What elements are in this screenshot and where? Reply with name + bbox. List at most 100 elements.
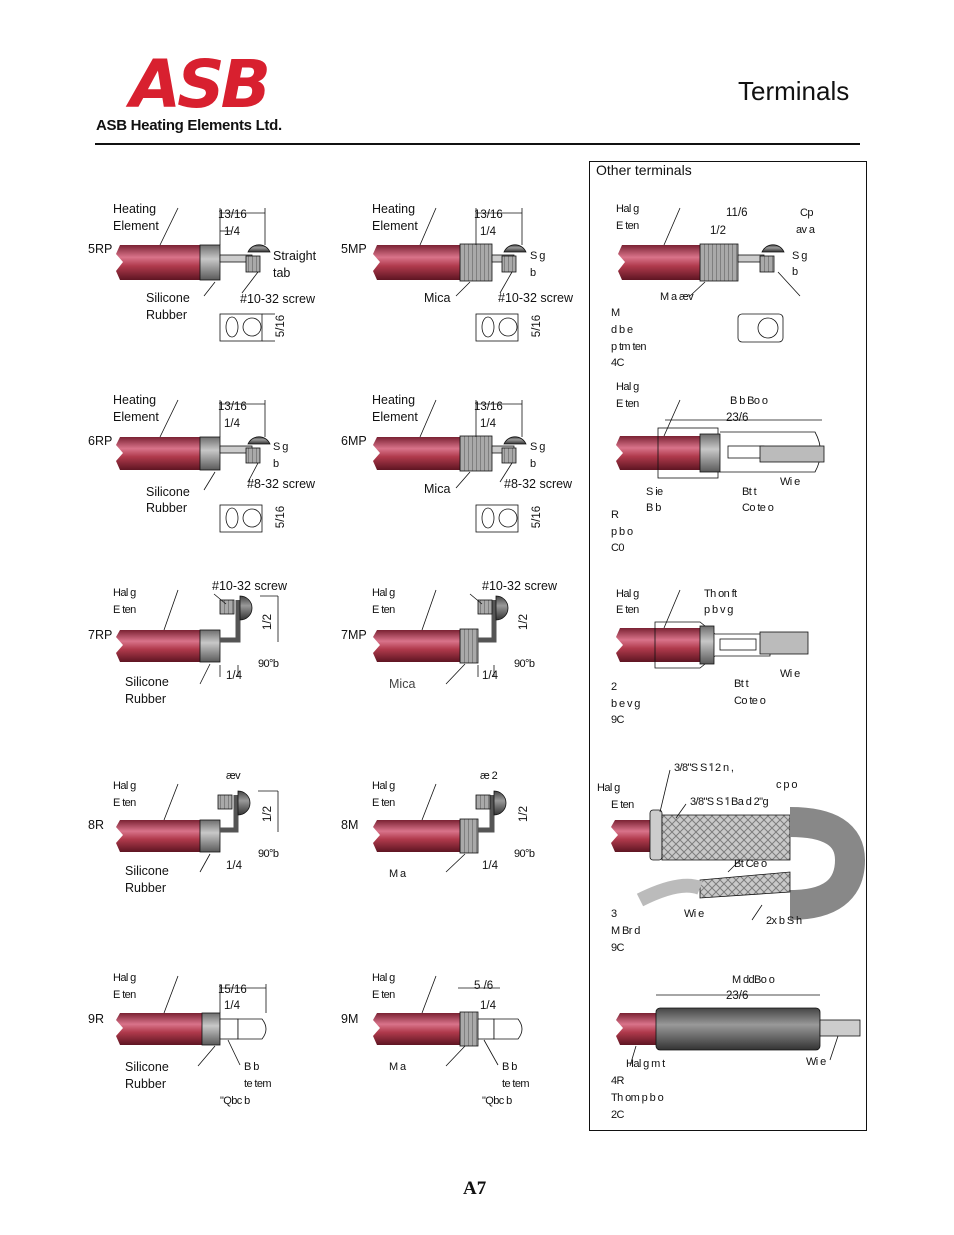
label-top: æv — [226, 770, 241, 782]
label-silicone: Silicone — [146, 485, 190, 499]
label-top: B b Bo o — [730, 395, 768, 407]
label-h: Hal g — [113, 780, 136, 792]
dim-v: 1/2 — [262, 806, 274, 822]
label-h: Hal g — [372, 780, 395, 792]
o4-line1: 3 — [611, 908, 617, 920]
fig-9m — [373, 975, 523, 1067]
label-h: Hal g — [372, 972, 395, 984]
label-top1: 3/8"S S 'l 2 n , — [674, 762, 734, 774]
page-number: A7 — [463, 1178, 487, 1199]
label-top: æ 2 — [480, 770, 498, 782]
o1-line1: M — [611, 307, 620, 319]
code-6mp: 6MP — [341, 434, 367, 448]
label-mica: Mica — [424, 482, 451, 496]
label-screw: #10-32 screw — [240, 292, 316, 306]
label-e: E ten — [616, 220, 639, 232]
o1-line2: d b e — [611, 324, 633, 336]
label-q1: B b — [244, 1061, 259, 1073]
fig-other-2 — [616, 399, 825, 479]
label-rubber: Rubber — [146, 501, 187, 515]
code-7mp: 7MP — [341, 628, 367, 642]
label-r2: b — [530, 267, 536, 279]
fig-5mp — [373, 207, 527, 342]
label-q3: "Qbc b — [220, 1095, 250, 1107]
label-heating: Heating — [113, 393, 157, 407]
label-top: M ddBo o — [732, 974, 775, 986]
fig-5rp — [116, 207, 275, 342]
label-screw: #8-32 screw — [504, 477, 573, 491]
label-c1: Cp — [800, 207, 813, 219]
label-wire: Wi e — [806, 1056, 826, 1068]
label-element: Element — [113, 410, 159, 424]
label-element: Element — [372, 410, 418, 424]
label-e: E ten — [113, 989, 136, 1001]
label-h: Hal g — [616, 588, 639, 600]
code-6rp: 6RP — [88, 434, 113, 448]
label-r1: S g — [530, 441, 545, 453]
label-wire: Wi e — [780, 668, 800, 680]
label-screw: #10-32 screw — [212, 579, 288, 593]
dim-c: 5/16 — [275, 505, 288, 529]
code-7rp: 7RP — [88, 628, 113, 642]
label-silicone: Silicone — [146, 291, 190, 305]
dim-c: 5/16 — [531, 314, 544, 338]
label-rubber: Rubber — [125, 1077, 166, 1091]
label-bt2: Co te o — [734, 695, 766, 707]
dim-a: 15/16 — [218, 984, 247, 996]
other-terminals-title: Other terminals — [596, 162, 692, 178]
label-tab: tab — [273, 266, 291, 280]
dim-b: 1/4 — [480, 418, 496, 430]
label-h: Hal g — [372, 587, 395, 599]
dim-v: 1/2 — [518, 806, 530, 822]
label-element: Element — [372, 219, 418, 233]
label-q2: te tem — [502, 1078, 530, 1090]
label-e: E ten — [113, 797, 136, 809]
label-bt1: Bt t — [734, 678, 749, 690]
dim-b: 1/2 — [710, 225, 726, 237]
dim-b: 1/4 — [480, 226, 496, 238]
o4-line2: M Br d — [611, 925, 640, 937]
dim: 23/6 — [726, 412, 749, 424]
fig-6mp — [373, 399, 527, 533]
label-q1: B b — [502, 1061, 517, 1073]
label-e: E ten — [616, 398, 639, 410]
label-straight: Straight — [273, 249, 317, 263]
code-9m: 9M — [341, 1012, 359, 1026]
label-rubber: Rubber — [125, 692, 166, 706]
label-bt: Bt Ce o — [734, 858, 767, 870]
label-deg: 90°b — [258, 848, 279, 860]
label-rubber: Rubber — [146, 308, 187, 322]
label-e: E ten — [372, 797, 395, 809]
dim-b: 1/4 — [224, 1000, 240, 1012]
o3-line2: b e v g — [611, 698, 640, 710]
label-mica: Mica — [424, 291, 451, 305]
label-mica: M a — [389, 1061, 406, 1073]
label-s2: B b — [646, 502, 661, 514]
dim-a: 13/16 — [474, 401, 503, 413]
fig-other-3 — [616, 589, 809, 669]
o4-line3: 9C — [611, 942, 624, 954]
label-h: Hal g — [113, 587, 136, 599]
label-heating: Heating — [372, 393, 416, 407]
label-e: E ten — [372, 604, 395, 616]
dim-v: 1/2 — [262, 614, 274, 630]
code-9r: 9R — [88, 1012, 104, 1026]
label-r2: b — [530, 458, 536, 470]
label-e: E ten — [611, 799, 634, 811]
header-rule — [95, 143, 860, 145]
label-screw: #10-32 screw — [482, 579, 558, 593]
label-wire: Wi e — [780, 476, 800, 488]
label-heating: Heating — [372, 202, 416, 216]
o5-line2: Th om p b o — [611, 1092, 664, 1104]
fig-6rp — [116, 399, 271, 533]
label-screw: #8-32 screw — [247, 477, 316, 491]
dim-a: 5 /6 — [474, 980, 494, 992]
label-r1: S g — [530, 250, 545, 262]
fig-other-5 — [616, 994, 861, 1067]
o1-line3: p tm ten — [611, 341, 647, 353]
label-r2: b — [273, 458, 279, 470]
label-r2: b — [792, 266, 798, 278]
label-mica: M a æv — [660, 291, 694, 303]
label-silicone: Silicone — [125, 864, 169, 878]
fig-9r — [116, 975, 267, 1067]
